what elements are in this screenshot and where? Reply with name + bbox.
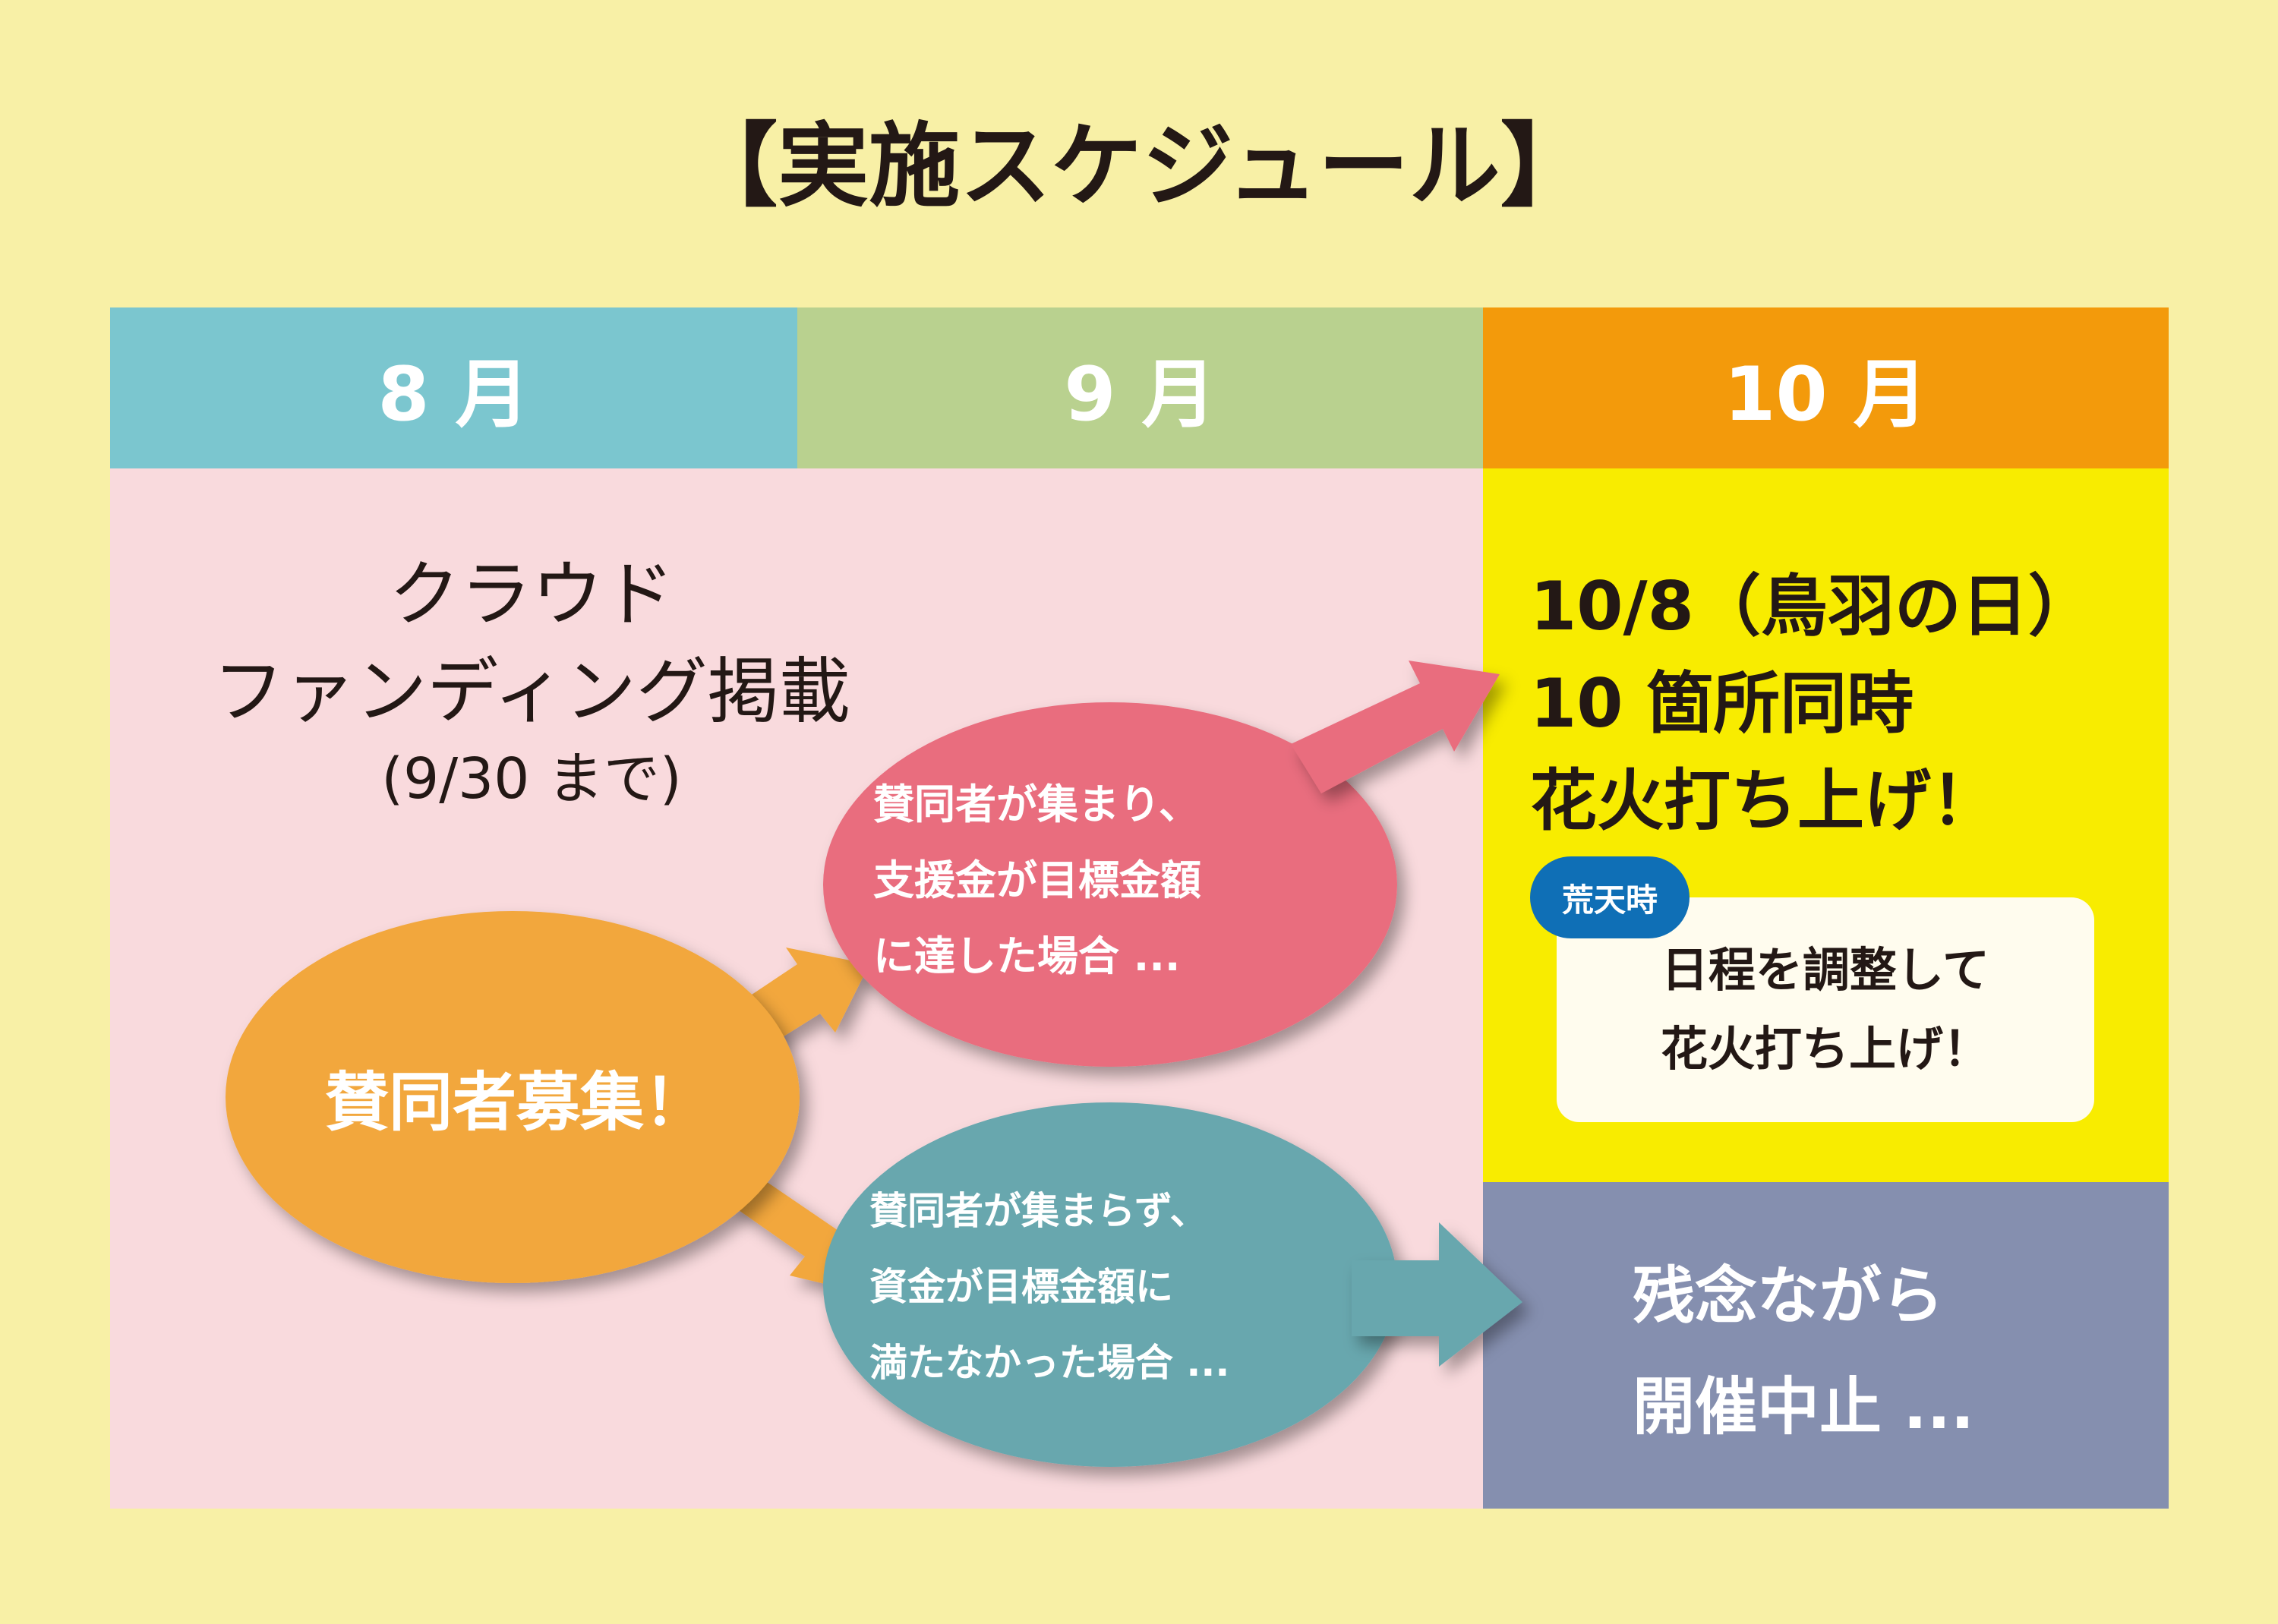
success-line1: 賛同者が集まり、 (873, 780, 1200, 828)
success-line2: 支援金が目標金額 (873, 856, 1201, 904)
rain-line1: 日程を調整して (1661, 942, 1990, 998)
october-cancel-area (1483, 1182, 2169, 1509)
event-line3: 花火打ち上げ！ (1530, 762, 1999, 840)
cancel-line1: 残念ながら (1633, 1260, 1945, 1332)
event-line2: 10 箇所同時 (1530, 664, 1914, 743)
page-title: 【実施スケジュール】 (686, 114, 1592, 219)
failure-line2: 資金が目標金額に (869, 1265, 1173, 1309)
crowdfunding-text: クラウド ファンディング掲載 (9/30 まで) (144, 547, 919, 817)
success-line3: に達した場合 ... (873, 932, 1181, 980)
failure-line3: 満たなかった場合 ... (869, 1341, 1230, 1385)
rain-badge: 荒天時 (1530, 856, 1690, 938)
month-header-august: 8 月 (110, 307, 797, 468)
rain-line2: 花火打ち上げ！ (1660, 1021, 1990, 1077)
supporters-text: 賛同者募集！ (324, 1065, 708, 1140)
event-text: 10/8（鳥羽の日） 10 箇所同時 花火打ち上げ！ (1530, 558, 2160, 850)
success-text: 賛同者が集まり、 支援金が目標金額 に達した場合 ... (873, 767, 1352, 995)
failure-line1: 賛同者が集まらず、 (869, 1189, 1208, 1233)
crowdfunding-line2: ファンディング掲載 (213, 651, 850, 733)
crowdfunding-period: (9/30 まで) (381, 746, 682, 812)
failure-text: 賛同者が集まらず、 資金が目標金額に 満たなかった場合 ... (869, 1173, 1355, 1401)
month-header-september: 9 月 (797, 307, 1483, 468)
crowdfunding-line1: クラウド (388, 553, 674, 636)
rain-plan-box: 日程を調整して 花火打ち上げ！ (1557, 897, 2094, 1122)
cancel-text: 残念ながら 開催中止 ... (1633, 1241, 2164, 1463)
month-header-october: 10 月 (1483, 307, 2169, 468)
cancel-line2: 開催中止 ... (1633, 1371, 1974, 1443)
event-line1: 10/8（鳥羽の日） (1530, 567, 2095, 645)
